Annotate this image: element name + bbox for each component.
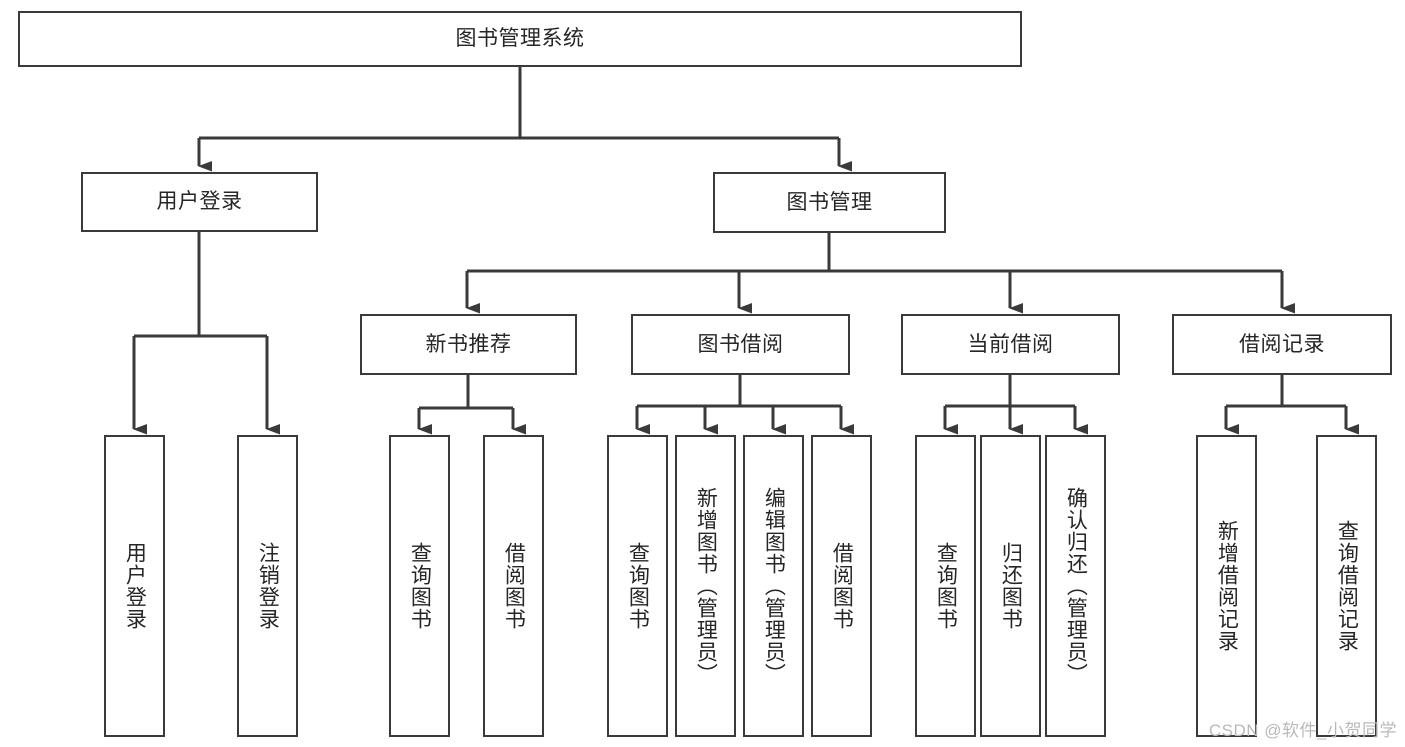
node-label: 查询图书 [934, 542, 958, 630]
node-label: 图书借阅 [697, 332, 784, 356]
node-user-login[interactable]: 用户登录 [81, 172, 318, 232]
node-current-borrow[interactable]: 当前借阅 [901, 314, 1120, 375]
node-label: 查询图书 [626, 542, 650, 630]
node-label: 查询图书 [408, 542, 432, 630]
node-label: 图书管理 [786, 190, 873, 214]
leaf-current-borrow-query[interactable]: 查询图书 [915, 435, 976, 737]
node-label: 当前借阅 [967, 332, 1054, 356]
node-label: 新书推荐 [425, 332, 512, 356]
leaf-current-borrow-confirm-return[interactable]: 确认归还（管理员） [1045, 435, 1106, 737]
node-label: 新增借阅记录 [1215, 520, 1239, 652]
node-root-system[interactable]: 图书管理系统 [18, 11, 1022, 67]
leaf-new-book-borrow[interactable]: 借阅图书 [483, 435, 544, 737]
node-label: 用户登录 [156, 190, 243, 214]
node-label: 编辑图书（管理员） [762, 487, 786, 685]
node-book-borrow[interactable]: 图书借阅 [631, 314, 850, 375]
node-label: 借阅图书 [830, 542, 854, 630]
node-new-book-recommend[interactable]: 新书推荐 [360, 314, 577, 375]
leaf-new-book-query[interactable]: 查询图书 [389, 435, 450, 737]
leaf-book-borrow-borrow[interactable]: 借阅图书 [811, 435, 872, 737]
node-borrow-record[interactable]: 借阅记录 [1172, 314, 1392, 375]
node-label: 查询借阅记录 [1335, 520, 1359, 652]
leaf-borrow-record-add[interactable]: 新增借阅记录 [1196, 435, 1257, 737]
leaf-book-borrow-add[interactable]: 新增图书（管理员） [675, 435, 736, 737]
leaf-book-borrow-edit[interactable]: 编辑图书（管理员） [743, 435, 804, 737]
leaf-user-login-logout[interactable]: 注销登录 [237, 435, 298, 737]
node-label: 归还图书 [999, 542, 1023, 630]
node-label: 确认归还（管理员） [1064, 487, 1088, 685]
node-book-management[interactable]: 图书管理 [713, 172, 946, 233]
node-label: 借阅图书 [502, 542, 526, 630]
node-label: 注销登录 [256, 542, 280, 630]
leaf-user-login-login[interactable]: 用户登录 [104, 435, 165, 737]
leaf-borrow-record-query[interactable]: 查询借阅记录 [1316, 435, 1377, 737]
leaf-book-borrow-query[interactable]: 查询图书 [607, 435, 668, 737]
node-label: 用户登录 [123, 542, 147, 630]
leaf-current-borrow-return[interactable]: 归还图书 [980, 435, 1041, 737]
node-label: 借阅记录 [1239, 332, 1325, 356]
node-label: 新增图书（管理员） [694, 487, 718, 685]
node-label: 图书管理系统 [455, 27, 585, 51]
